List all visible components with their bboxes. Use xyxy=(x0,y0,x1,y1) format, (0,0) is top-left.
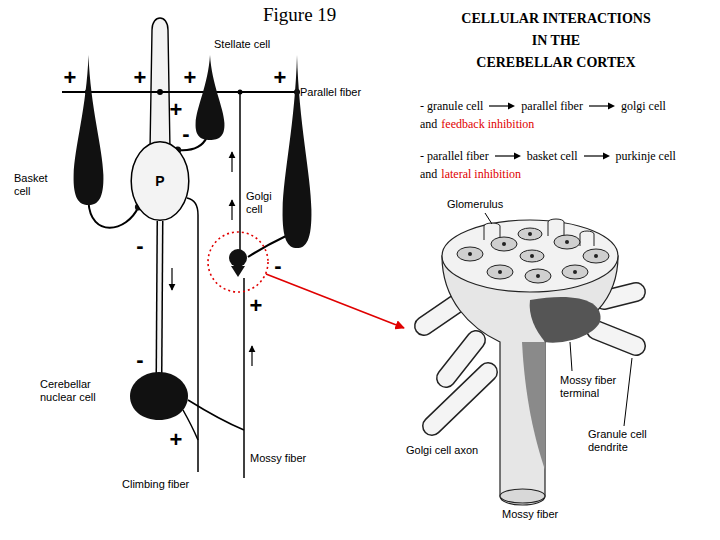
cell-label: Stellate cell xyxy=(214,38,284,51)
flow-step: and xyxy=(420,116,437,132)
basket-cell: Basket cell xyxy=(73,55,104,205)
mossy-fiber xyxy=(243,278,245,478)
excitatory-sign: + xyxy=(64,67,77,89)
part-label: Golgi cell axon xyxy=(406,444,478,457)
cell-shape xyxy=(195,55,225,140)
axon-tube xyxy=(159,221,160,373)
cell-shape xyxy=(282,55,312,248)
cell-shape xyxy=(130,372,188,420)
part-label: Glomerulus xyxy=(447,198,503,211)
excitatory-sign: + xyxy=(170,429,183,451)
part-label: Mossy fiber terminal xyxy=(560,374,620,400)
inhibition-note: feedback inhibition xyxy=(441,116,534,132)
fiber-label: Climbing fiber xyxy=(122,478,189,491)
inhibition-note: lateral inhibition xyxy=(441,166,521,182)
purkinje-cell: P xyxy=(130,140,190,222)
inhibitory-sign: - xyxy=(136,235,143,257)
flow-arrow xyxy=(583,151,611,161)
excitatory-sign: + xyxy=(134,67,147,89)
flow-arrow xyxy=(494,151,522,161)
granule-axon xyxy=(239,92,241,250)
axon xyxy=(89,202,142,228)
flow-step: - parallel fiber xyxy=(420,148,489,164)
excitatory-sign: + xyxy=(184,67,197,89)
mossy-collateral xyxy=(188,400,244,430)
flow-step: - granule cell xyxy=(420,98,483,114)
excitatory-sign: + xyxy=(250,295,263,317)
flow-row: and lateral inhibition xyxy=(420,166,521,182)
figure-number: Figure 19 xyxy=(263,4,336,26)
part-label: Mossy fiber xyxy=(502,508,558,521)
glomerulus-illustration xyxy=(424,213,636,505)
cell-shape xyxy=(73,55,104,205)
highlight-circle xyxy=(208,232,268,292)
flow-arrow xyxy=(588,101,616,111)
flow-step: parallel fiber xyxy=(521,98,583,114)
purkinje-dendrite xyxy=(150,18,170,150)
climbing-fiber xyxy=(187,198,198,472)
heading: CELLULAR INTERACTIONS IN THE CEREBELLAR … xyxy=(440,8,672,74)
stellate-cell: Stellate cell xyxy=(195,55,225,140)
cell-label: Golgi cell xyxy=(246,190,280,216)
synapse-dots xyxy=(85,89,300,95)
part-label: Granule cell dendrite xyxy=(588,428,650,454)
excitatory-sign: + xyxy=(274,67,287,89)
pointer-arrow xyxy=(266,274,404,328)
climbing-collateral xyxy=(183,410,198,440)
excitatory-sign: + xyxy=(170,99,183,121)
cell-label: Cerebellar nuclear cell xyxy=(40,378,112,404)
parallel-fiber xyxy=(62,91,296,93)
flow-step: basket cell xyxy=(527,148,578,164)
golgi-cell: Golgi cell xyxy=(282,55,312,248)
flow-step: purkinje cell xyxy=(616,148,676,164)
inhibitory-sign: - xyxy=(136,349,143,371)
flow-step: and xyxy=(420,166,437,182)
nuclear-cell: Cerebellar nuclear cell xyxy=(130,372,188,420)
flow-step: golgi cell xyxy=(621,98,666,114)
flow-row: - parallel fiber basket cell purkinje ce… xyxy=(420,148,676,164)
cell-label: Basket cell xyxy=(14,172,58,198)
fiber-label: Parallel fiber xyxy=(300,86,361,99)
inhibitory-sign: - xyxy=(182,123,189,145)
fiber-label: Mossy fiber xyxy=(250,452,306,465)
inhibitory-sign: - xyxy=(274,255,281,277)
cell-letter: P xyxy=(130,173,190,189)
flow-arrow xyxy=(488,101,516,111)
flow-row: and feedback inhibition xyxy=(420,116,534,132)
golgi-axon xyxy=(248,236,286,257)
granule-cell xyxy=(229,249,247,277)
flow-row: - granule cell parallel fiber golgi cell xyxy=(420,98,666,114)
